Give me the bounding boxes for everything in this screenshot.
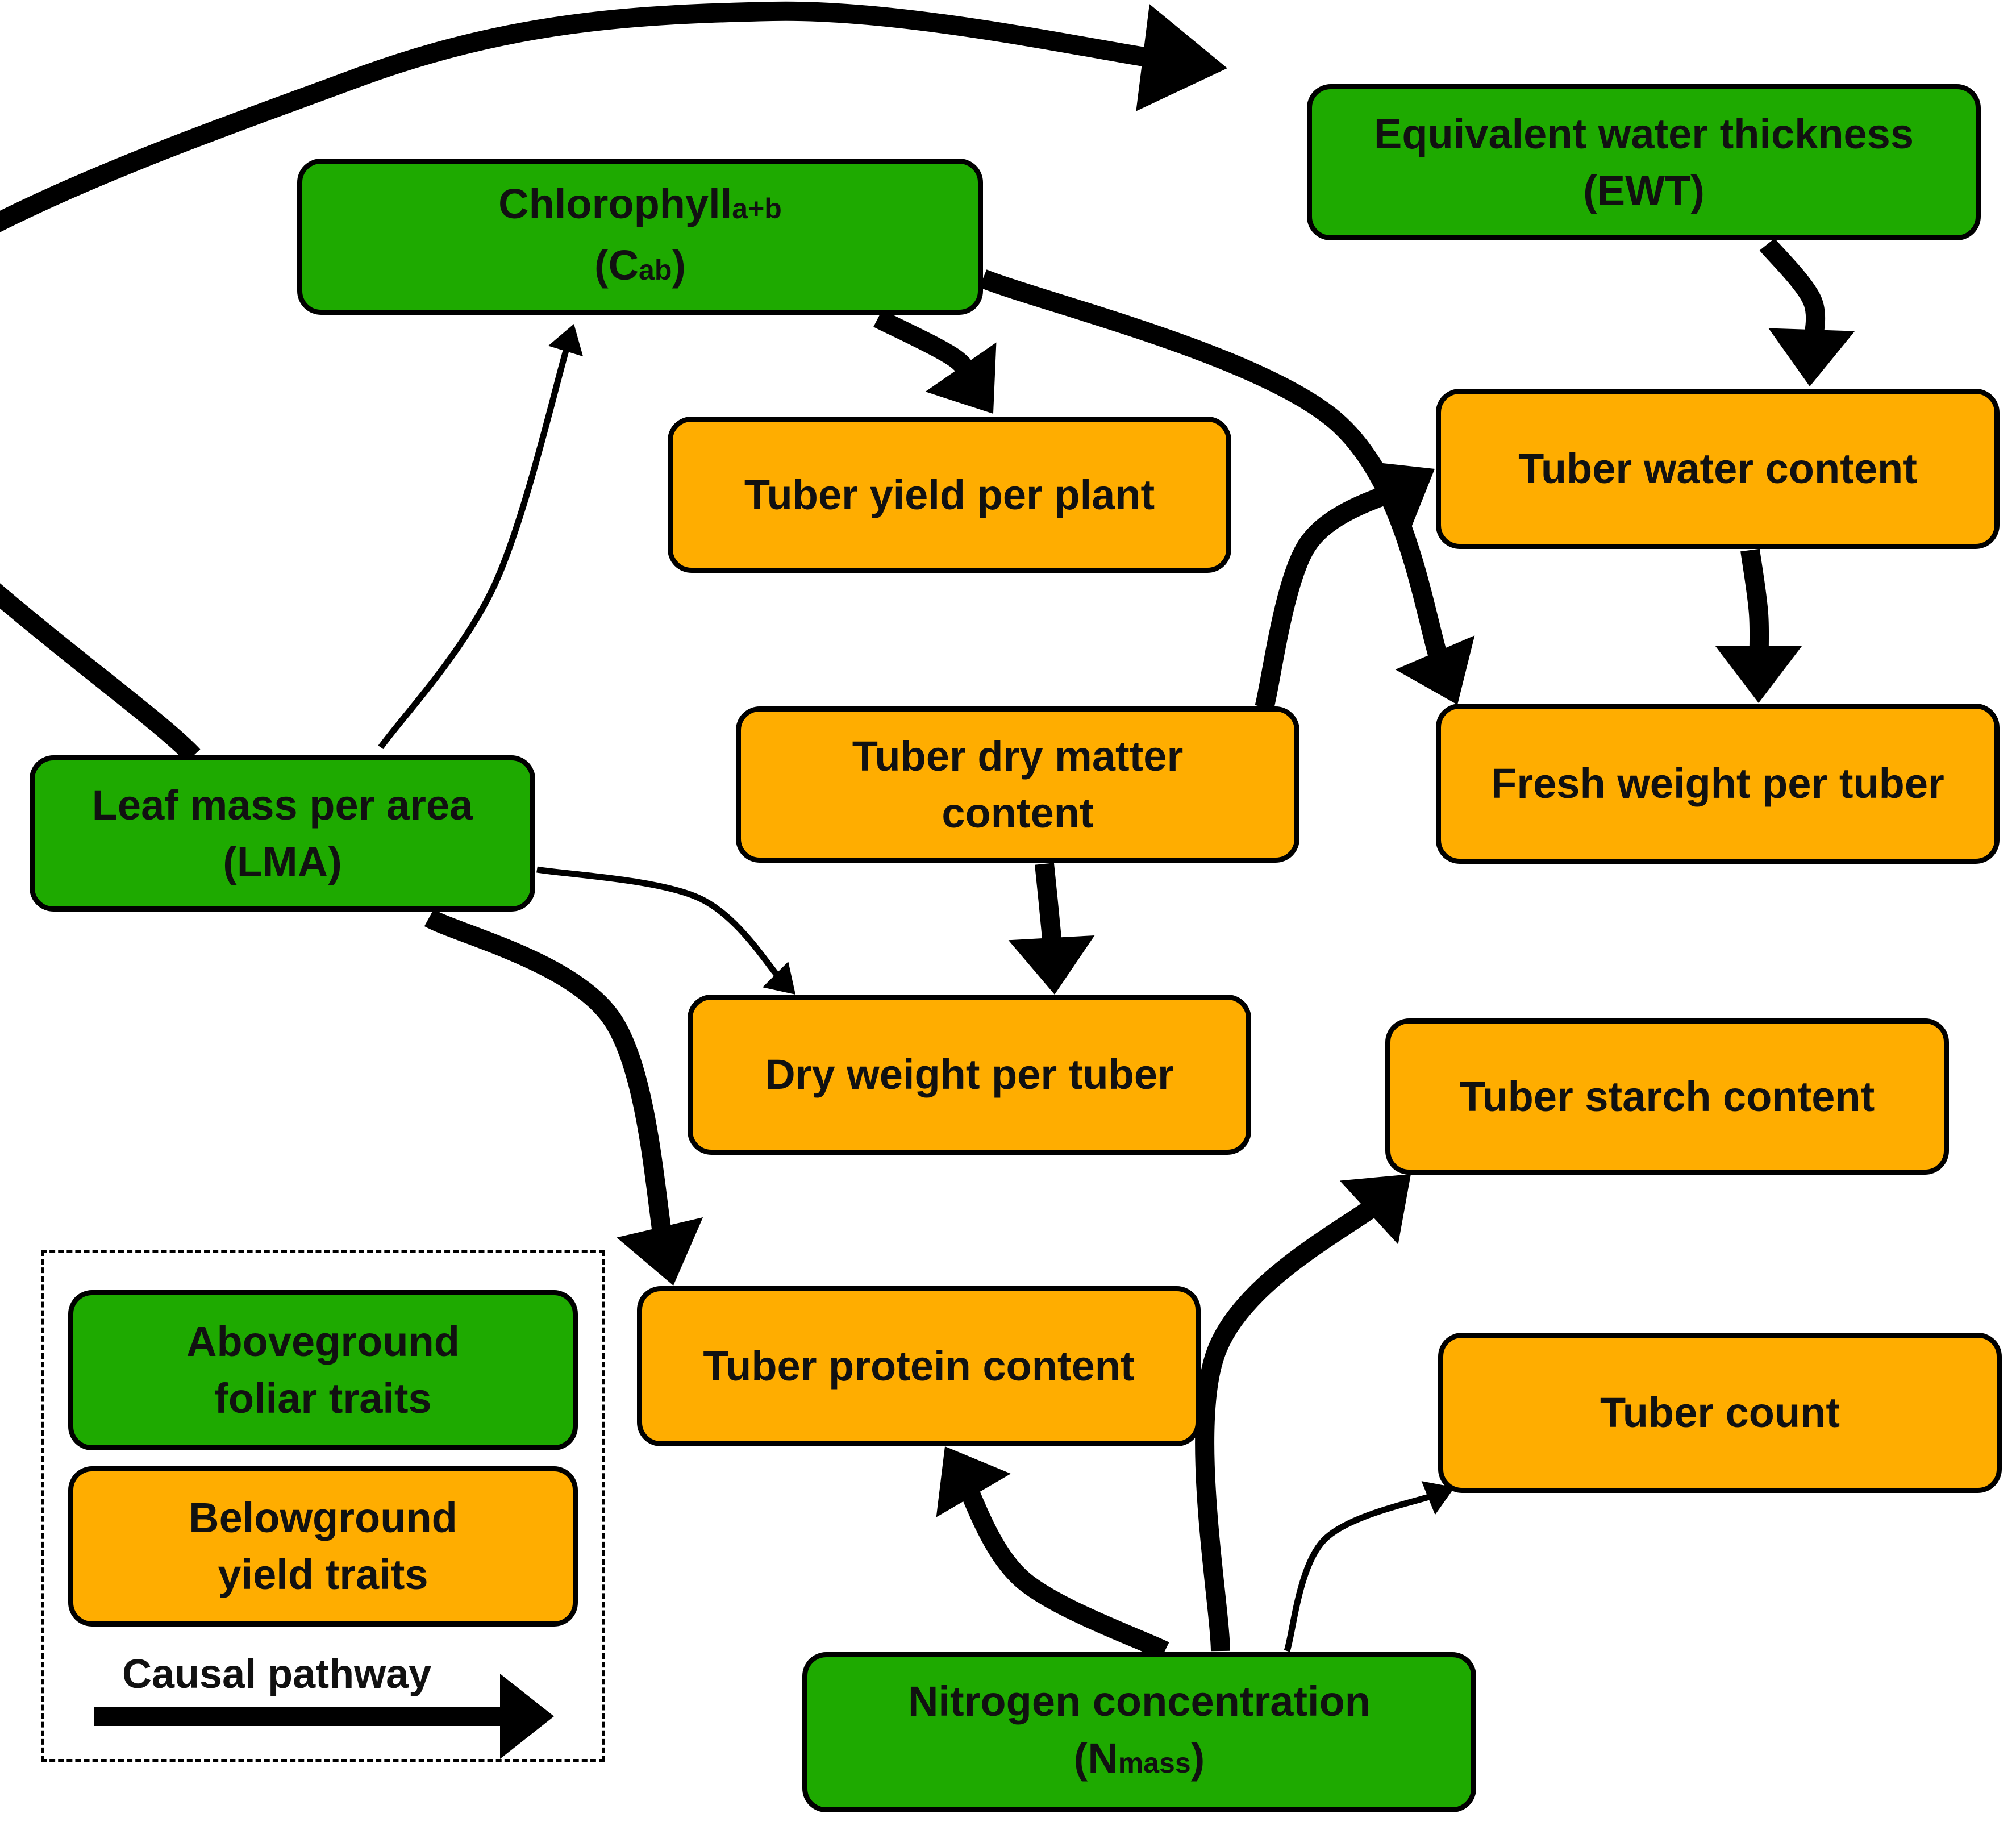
arrow-lma-to-ewt-head	[1136, 4, 1227, 111]
arrow-legend-causal-pathway-head	[500, 1674, 554, 1759]
arrow-drymatter-to-water-shaft	[1255, 477, 1411, 710]
arrow-lma-to-protein-shaft	[424, 909, 675, 1253]
arrow-drymatter-to-water-head	[1364, 461, 1435, 535]
nitrogen-line-2: (Nmass)	[1074, 1730, 1205, 1791]
arrow-lma-to-dry-weight-shaft	[536, 866, 786, 985]
lma-line-2: (LMA)	[223, 838, 342, 885]
legend-aboveground-swatch: Aboveground foliar traits	[68, 1290, 578, 1450]
dry-matter-line-2: content	[942, 789, 1094, 837]
dry-weight-label: Dry weight per tuber	[765, 1051, 1174, 1098]
arrow-lma-to-chlorophyll-shaft	[378, 339, 572, 750]
cab-line-1: Chlorophylla+b	[498, 176, 782, 237]
arrow-ewt-to-water-head	[1768, 328, 1855, 386]
ewt-line-2: (EWT)	[1583, 167, 1705, 214]
nitrogen-line-1: Nitrogen concentration	[907, 1678, 1371, 1725]
legend-belowground-line-2: yield traits	[218, 1551, 428, 1598]
arrow-drymatter-to-dry-weight-head	[1008, 935, 1095, 995]
arrow-nitrogen-to-count-head	[1421, 1481, 1455, 1515]
fresh-weight-label: Fresh weight per tuber	[1491, 760, 1944, 807]
node-dry-weight-per-tuber: Dry weight per tuber	[688, 995, 1251, 1155]
legend	[41, 1250, 605, 1762]
ewt-line-1: Equivalent water thickness	[1373, 110, 1914, 157]
node-tuber-dry-matter-content: Tuber dry matter content	[736, 706, 1299, 863]
count-label: Tuber count	[1600, 1389, 1840, 1436]
arrow-lma-to-ewt-shaft	[0, 1, 1178, 763]
arrow-lma-to-protein-head	[617, 1217, 703, 1286]
cab-abbrev-close: )	[672, 241, 686, 289]
node-tuber-protein-content: Tuber protein content	[637, 1286, 1201, 1446]
node-tuber-water-content: Tuber water content	[1436, 389, 2000, 549]
cab-name-subscript: a+b	[732, 192, 782, 224]
node-leaf-mass-per-area: Leaf mass per area (LMA)	[30, 755, 535, 912]
node-nitrogen-concentration: Nitrogen concentration (Nmass)	[802, 1652, 1476, 1812]
arrow-water-to-fresh-head	[1715, 646, 1802, 703]
arrow-chlorophyll-to-fresh-head	[1395, 635, 1475, 705]
arrow-nitrogen-to-starch-head	[1339, 1174, 1411, 1245]
node-equivalent-water-thickness: Equivalent water thickness (EWT)	[1307, 84, 1981, 240]
dry-matter-line-1: Tuber dry matter	[852, 732, 1184, 780]
node-fresh-weight-per-tuber: Fresh weight per tuber	[1436, 704, 2000, 864]
legend-aboveground-line-1: Aboveground	[186, 1318, 460, 1365]
starch-label: Tuber starch content	[1459, 1072, 1875, 1120]
node-tuber-starch-content: Tuber starch content	[1385, 1018, 1949, 1175]
tuber-yield-label: Tuber yield per plant	[744, 471, 1155, 518]
node-tuber-yield-per-plant: Tuber yield per plant	[668, 417, 1231, 573]
node-chlorophyll: Chlorophylla+b (Cab)	[297, 159, 983, 315]
arrow-nitrogen-to-starch-shaft	[1195, 1189, 1393, 1652]
legend-aboveground-line-2: foliar traits	[214, 1375, 432, 1422]
arrow-lma-to-chlorophyll-head	[548, 324, 584, 357]
cab-name: Chlorophyll	[498, 180, 732, 227]
cab-abbrev-subscript: ab	[639, 253, 672, 286]
lma-line-1: Leaf mass per area	[91, 781, 473, 829]
legend-belowground-swatch: Belowground yield traits	[68, 1466, 578, 1627]
nitrogen-abbrev-open: (N	[1073, 1735, 1118, 1782]
legend-causal-pathway-label: Causal pathway	[122, 1652, 432, 1697]
protein-label: Tuber protein content	[703, 1342, 1135, 1390]
arrows-group	[0, 1, 1855, 1759]
tuber-water-label: Tuber water content	[1518, 445, 1917, 492]
legend-belowground-line-1: Belowground	[189, 1494, 457, 1541]
cab-abbrev-open: (C	[594, 241, 639, 289]
arrow-nitrogen-to-count-shaft	[1284, 1491, 1440, 1652]
nitrogen-abbrev-subscript: mass	[1118, 1747, 1191, 1779]
arrow-nitrogen-to-protein-head	[936, 1446, 1011, 1517]
nitrogen-abbrev-close: )	[1190, 1735, 1205, 1782]
arrow-lma-to-dry-weight-head	[763, 962, 795, 995]
arrow-nitrogen-to-protein-shaft	[953, 1471, 1169, 1660]
arrow-chlorophyll-to-yield-head	[925, 342, 997, 414]
cab-line-2: (Cab)	[594, 237, 686, 298]
arrow-chlorophyll-to-fresh-shaft	[979, 269, 1453, 677]
node-tuber-count: Tuber count	[1438, 1333, 2002, 1493]
